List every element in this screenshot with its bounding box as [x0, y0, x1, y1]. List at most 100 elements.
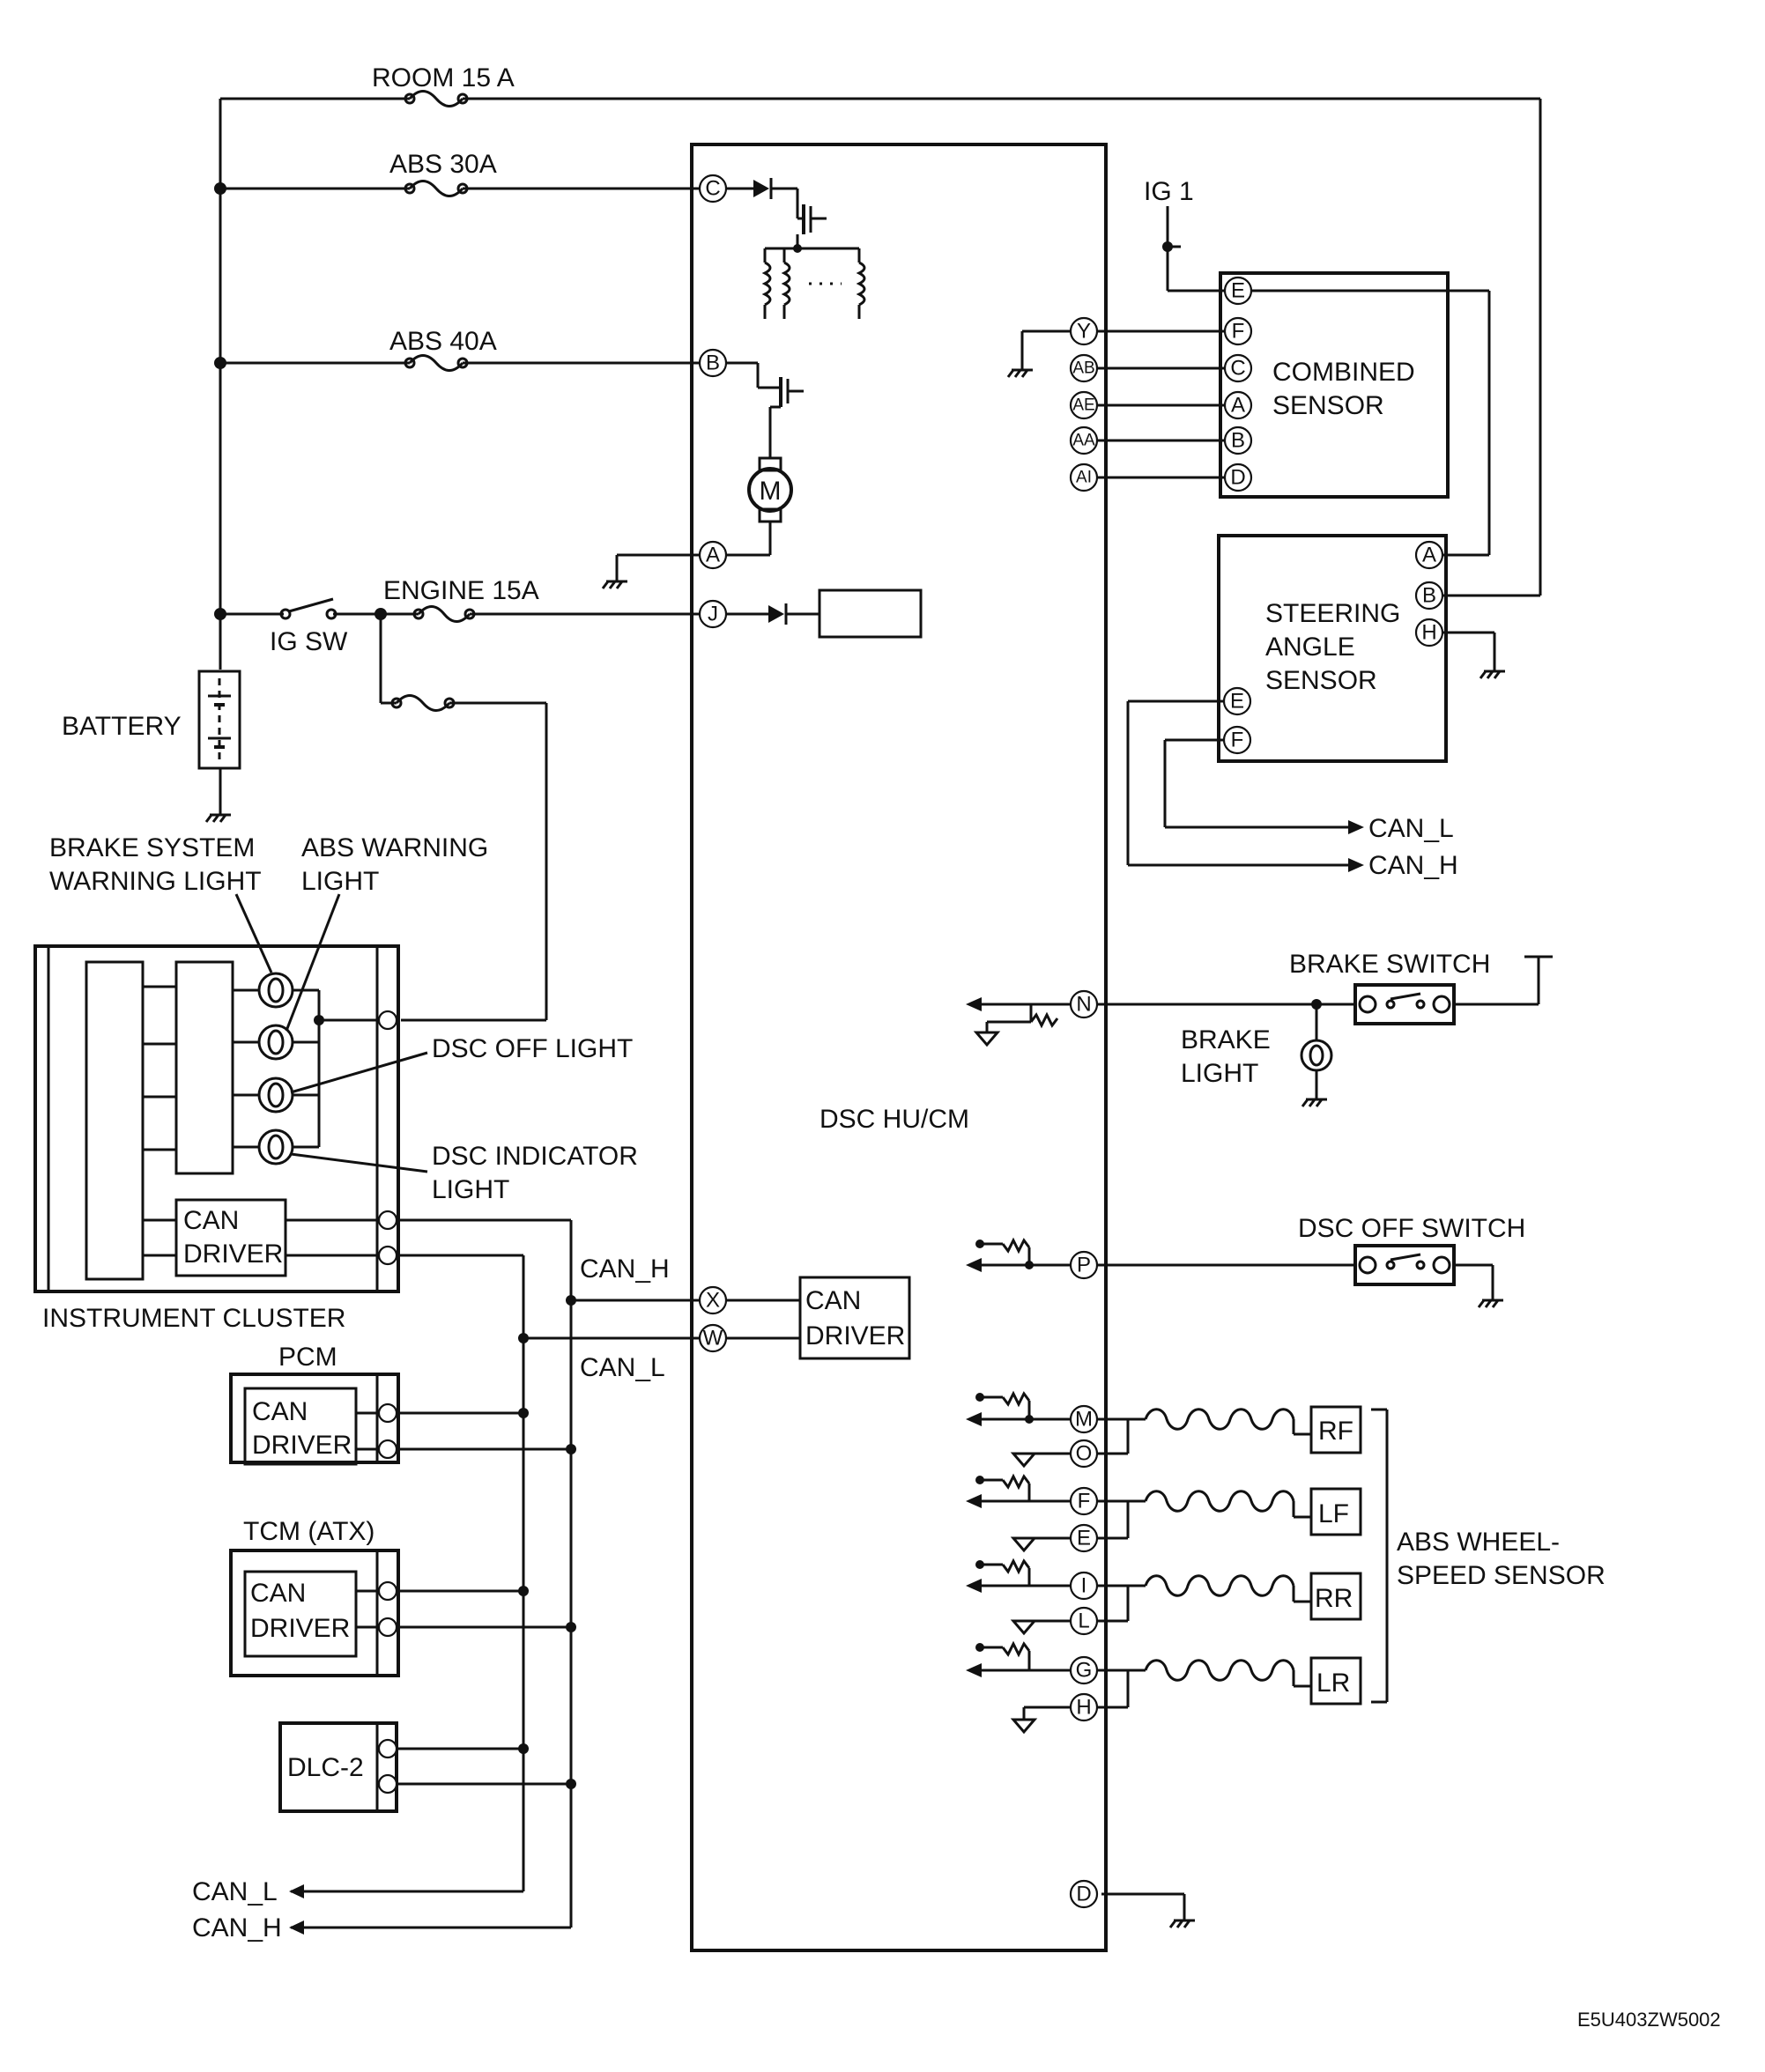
- svg-text:A: A: [706, 544, 720, 567]
- svg-text:F: F: [1232, 320, 1245, 344]
- pin-e: E: [1069, 1523, 1099, 1553]
- cluster-can-label: CAN: [183, 1206, 239, 1235]
- pin-l: L: [1069, 1606, 1099, 1636]
- svg-text:G: G: [1076, 1659, 1093, 1683]
- pin-ab: AB: [1069, 353, 1099, 383]
- ig-switch: IG SW: [270, 597, 348, 656]
- brake-switch-label: BRAKE SWITCH: [1289, 950, 1490, 979]
- combined-pin-b: B: [1223, 426, 1253, 455]
- rr-label: RR: [1315, 1584, 1353, 1613]
- pin-w: W: [698, 1323, 728, 1353]
- ig-switch-label: IG SW: [270, 627, 348, 656]
- svg-text:X: X: [706, 1289, 720, 1313]
- tcm-driver-label: DRIVER: [250, 1614, 350, 1643]
- svg-text:F: F: [1231, 729, 1244, 752]
- svg-text:AE: AE: [1072, 396, 1094, 415]
- svg-text:B: B: [1422, 584, 1436, 608]
- svg-text:E: E: [1231, 279, 1245, 303]
- svg-text:I: I: [1081, 1574, 1087, 1598]
- pin-p: P: [1069, 1250, 1099, 1280]
- pcm-label: PCM: [278, 1343, 337, 1372]
- pin-i: I: [1069, 1571, 1099, 1601]
- ig1-label: IG 1: [1144, 177, 1194, 206]
- dsc-driver-label: DRIVER: [805, 1321, 905, 1350]
- abs-warning-label-2: LIGHT: [301, 867, 379, 896]
- pin-j: J: [698, 599, 728, 629]
- combined-sensor-label-1: COMBINED: [1272, 358, 1415, 387]
- dsc-hu-cm: DSC HU/CM M: [690, 143, 1108, 1952]
- can-h-out-label: CAN_H: [192, 1913, 282, 1942]
- battery: BATTERY: [62, 670, 241, 815]
- abs-wheel-label-2: SPEED SENSOR: [1397, 1561, 1606, 1590]
- tcm-module: TCM (ATX) CAN DRIVER: [229, 1517, 400, 1677]
- dsc-can-label: CAN: [805, 1286, 861, 1315]
- abs-warning-label-1: ABS WARNING: [301, 833, 488, 862]
- brake-light-label-2: LIGHT: [1181, 1059, 1258, 1088]
- svg-text:P: P: [1077, 1254, 1091, 1277]
- svg-text:N: N: [1076, 993, 1091, 1017]
- combined-pin-f: F: [1223, 316, 1253, 346]
- pin-aa: AA: [1069, 426, 1099, 455]
- svg-text:O: O: [1076, 1442, 1093, 1466]
- steering-pin-b: B: [1414, 581, 1444, 610]
- pin-n: N: [1069, 989, 1099, 1019]
- lf-label: LF: [1318, 1499, 1349, 1528]
- steering-pin-a: A: [1414, 540, 1444, 570]
- svg-text:H: H: [1421, 621, 1436, 645]
- abs-wheel-label-1: ABS WHEEL-: [1397, 1528, 1560, 1557]
- svg-text:AA: AA: [1072, 432, 1095, 450]
- dsc-off-switch: DSC OFF SWITCH: [1097, 1214, 1525, 1300]
- steering-pin-e: E: [1222, 686, 1252, 716]
- wheel-speed-sensors: RF LF RR LR ABS WHEEL-: [1097, 1405, 1606, 1709]
- brake-light-label-1: BRAKE: [1181, 1025, 1271, 1054]
- fuse-room: ROOM 15 A: [372, 63, 515, 107]
- fuse-abs30-label: ABS 30A: [389, 150, 497, 179]
- battery-label: BATTERY: [62, 712, 182, 741]
- pin-m: M: [1069, 1404, 1099, 1434]
- pin-ai: AI: [1069, 462, 1099, 492]
- fuse-cluster: [390, 694, 456, 712]
- pin-b: B: [698, 348, 728, 378]
- dsc-indicator-label-1: DSC INDICATOR: [432, 1142, 638, 1171]
- brake-warning-label-2: WARNING LIGHT: [49, 867, 262, 896]
- pin-x: X: [698, 1285, 728, 1315]
- can-l-out-label: CAN_L: [192, 1877, 278, 1906]
- steering-pin-f: F: [1222, 725, 1252, 755]
- fuse-abs40-label: ABS 40A: [389, 327, 497, 356]
- combined-sensor-label-2: SENSOR: [1272, 391, 1384, 420]
- pcm-driver-label: DRIVER: [252, 1431, 352, 1460]
- svg-text:B: B: [706, 352, 720, 375]
- svg-text:J: J: [708, 603, 718, 626]
- pcm-module: PCM CAN DRIVER: [229, 1343, 400, 1466]
- dlc2-connector: DLC-2: [278, 1721, 398, 1813]
- svg-text:F: F: [1078, 1490, 1091, 1513]
- steering-label-2: ANGLE: [1265, 633, 1355, 662]
- instrument-cluster-label: INSTRUMENT CLUSTER: [42, 1304, 345, 1333]
- steering-pin-h: H: [1414, 618, 1444, 648]
- svg-text:C: C: [705, 177, 720, 201]
- motor-icon: M: [747, 467, 793, 513]
- combined-pin-e: E: [1223, 276, 1253, 306]
- svg-text:L: L: [1078, 1610, 1089, 1633]
- brake-switch: BRAKE SWITCH BRAKE LIGHT: [1097, 950, 1553, 1099]
- pin-d: D: [1069, 1879, 1099, 1909]
- can-h-label-left: CAN_H: [580, 1254, 670, 1284]
- can-h-label-right: CAN_H: [1368, 851, 1458, 880]
- lamp-brake-system: [257, 972, 294, 1009]
- svg-text:D: D: [1076, 1883, 1091, 1906]
- lamp-dsc-indicator: [257, 1128, 294, 1166]
- combined-pin-d: D: [1223, 462, 1253, 492]
- dsc-hu-cm-label: DSC HU/CM: [819, 1105, 969, 1134]
- svg-text:Y: Y: [1077, 320, 1091, 344]
- svg-text:A: A: [1422, 544, 1436, 567]
- lamp-dsc-off: [257, 1077, 294, 1114]
- can-l-label-left: CAN_L: [580, 1353, 665, 1382]
- pin-h: H: [1069, 1692, 1099, 1722]
- dsc-off-light-label: DSC OFF LIGHT: [432, 1034, 633, 1063]
- lr-label: LR: [1316, 1669, 1350, 1698]
- svg-text:D: D: [1230, 466, 1245, 490]
- pin-g: G: [1069, 1655, 1099, 1685]
- steering-label-3: SENSOR: [1265, 666, 1377, 695]
- pin-o: O: [1069, 1439, 1099, 1469]
- steering-label-1: STEERING: [1265, 599, 1400, 628]
